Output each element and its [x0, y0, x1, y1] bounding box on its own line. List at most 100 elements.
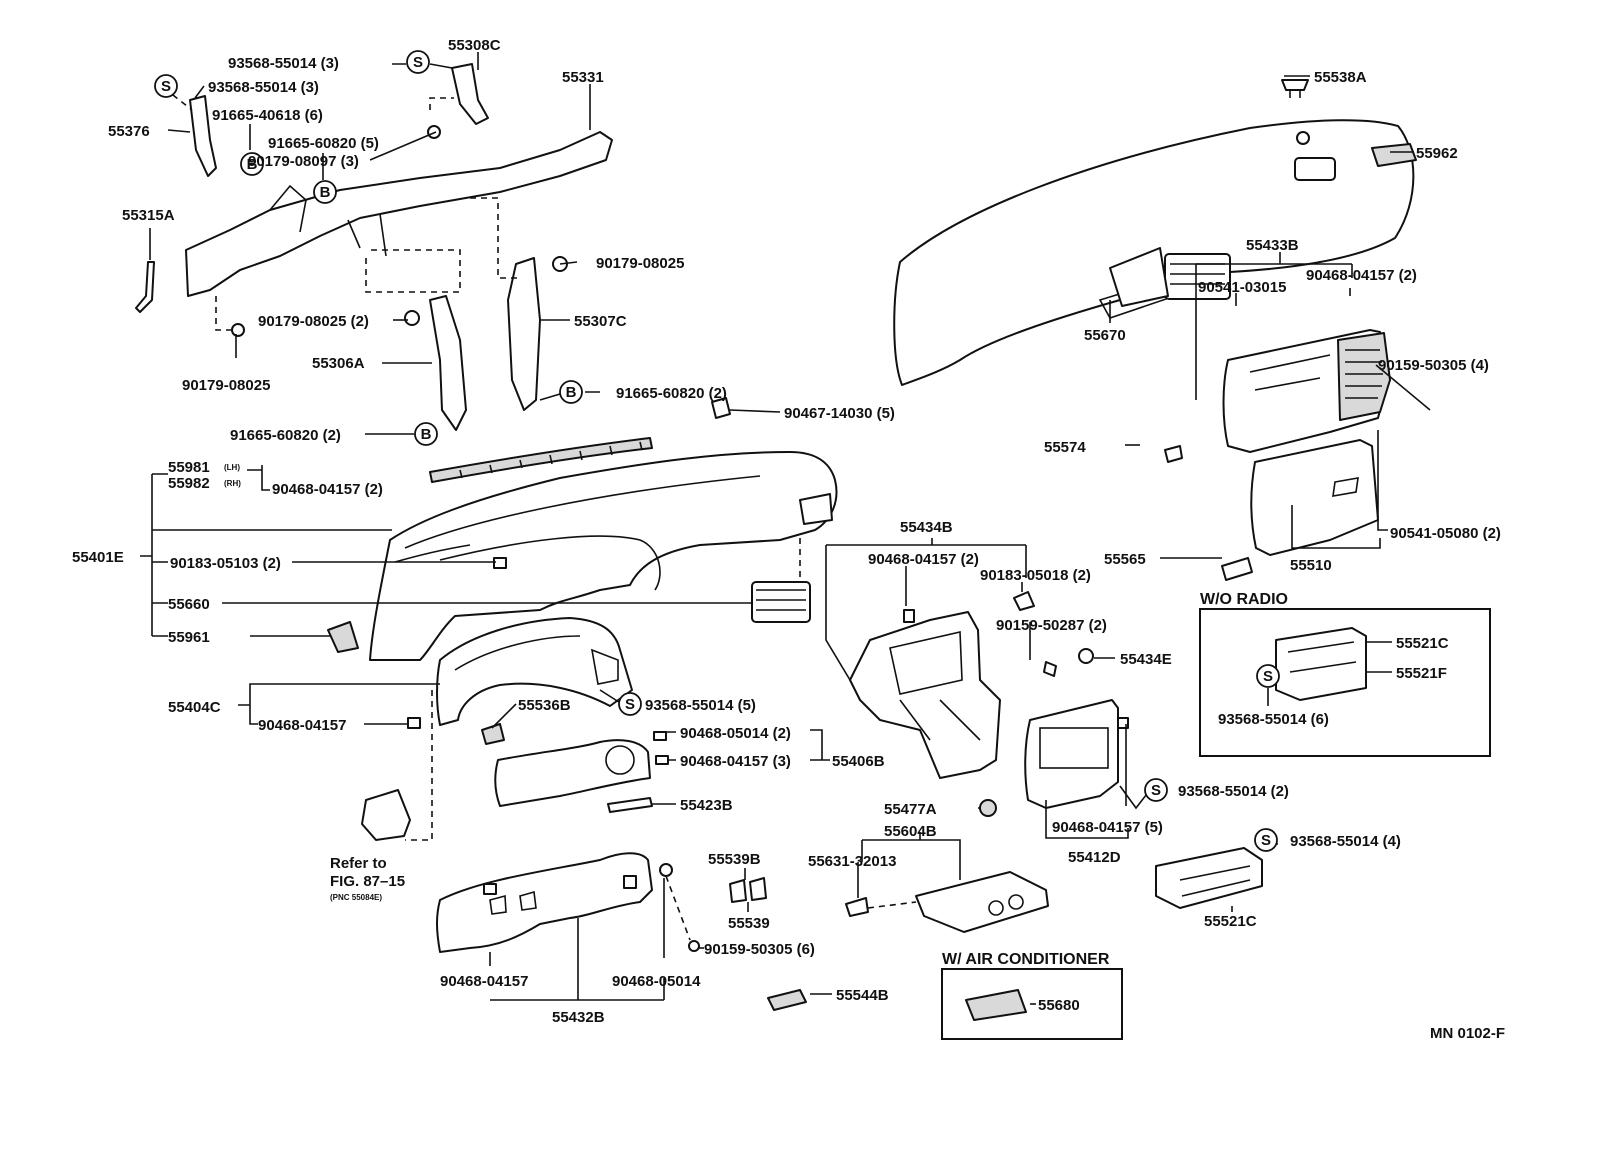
callout: 55961 [168, 629, 210, 646]
part-drawings [135, 63, 1417, 1021]
leader-lines [140, 52, 1431, 1005]
callout: 55521F [1396, 665, 1447, 682]
callout: 55539 [728, 915, 770, 932]
callout: 55477A [884, 801, 937, 818]
callout: 90468-04157 [258, 717, 346, 734]
callout: 90179-08025 [596, 255, 684, 272]
svg-text:S: S [161, 78, 171, 95]
brace-55306A [429, 295, 467, 431]
callout: 90183-05103 (2) [170, 555, 281, 572]
callout: 93568-55014 (5) [645, 697, 756, 714]
svg-text:S: S [413, 54, 423, 71]
callout: 55660 [168, 596, 210, 613]
callout: 93568-55014 (6) [1218, 711, 1329, 728]
callout: 90159-50305 (6) [704, 941, 815, 958]
bracket-55084E [361, 789, 411, 841]
callout: 55401E [72, 549, 124, 566]
callout: 93568-55014 (2) [1178, 783, 1289, 800]
callout: 90179-08025 (2) [258, 313, 369, 330]
callout: 91665-60820 (5) [268, 135, 379, 152]
callout: 55680 [1038, 997, 1080, 1014]
callout: 90468-05014 [612, 973, 701, 990]
callout: 90468-05014 (2) [680, 725, 791, 742]
vent-55962 [1371, 143, 1417, 167]
main-instrument-panel [369, 451, 838, 661]
callout: 55544B [836, 987, 889, 1004]
callout: 55306A [312, 355, 365, 372]
callout: 55404C [168, 699, 221, 716]
box-wo-radio [1199, 608, 1491, 757]
callout: 91665-40618 (6) [212, 107, 323, 124]
callout: 55432B [552, 1009, 605, 1026]
svg-text:S: S [1261, 832, 1271, 849]
callout: 90541-03015 [1198, 279, 1286, 296]
refer-note-line2: FIG. 87–15 [330, 873, 405, 890]
refer-note-line3: (PNC 55084E) [330, 893, 382, 902]
bracket-55565 [1221, 557, 1253, 581]
callout: 55538A [1314, 69, 1367, 86]
callout: 55539B [708, 851, 761, 868]
callout: 55982 [168, 475, 210, 492]
defroster-grille [429, 437, 653, 483]
callout: 90183-05018 (2) [980, 567, 1091, 584]
screw-symbol: S [154, 74, 178, 98]
side-vent [327, 621, 359, 653]
callout: 55574 [1044, 439, 1086, 456]
callout: 90468-04157 [440, 973, 528, 990]
bracket-55376 [189, 95, 217, 177]
callout: 55536B [518, 697, 571, 714]
center-vent [751, 581, 811, 623]
box-title-wo-radio: W/O RADIO [1200, 591, 1288, 608]
callout: 90179-08025 [182, 377, 270, 394]
screw-symbol: S [1144, 778, 1168, 802]
svg-text:B: B [247, 156, 258, 173]
callout: 55307C [574, 313, 627, 330]
bracket-55308C [451, 63, 489, 125]
pocket-55521C [1155, 847, 1263, 909]
svg-text:S: S [625, 696, 635, 713]
callout: 55521C [1204, 913, 1257, 930]
ashtray [915, 871, 1049, 933]
knob-55477A [979, 799, 997, 817]
callout: 90159-50287 (2) [996, 617, 1107, 634]
svg-text:S: S [1151, 782, 1161, 799]
radio-bezel [1024, 699, 1119, 809]
screw-symbol: S [1254, 828, 1278, 852]
screw-symbol: S [618, 692, 642, 716]
callout: 55412D [1068, 849, 1121, 866]
callout: 93568-55014 (3) [228, 55, 339, 72]
brace-55315A [135, 261, 155, 313]
svg-text:B: B [566, 384, 577, 401]
callout: 55434E [1120, 651, 1172, 668]
reinforcement-beam [185, 131, 613, 297]
screw-symbol: S [1256, 664, 1280, 688]
callout: 93568-55014 (3) [208, 79, 319, 96]
bolt-symbol: B [559, 380, 583, 404]
callout: 91665-60820 (2) [616, 385, 727, 402]
brace-55307C [507, 257, 541, 411]
callout: 55565 [1104, 551, 1146, 568]
callout: 93568-55014 (4) [1290, 833, 1401, 850]
callout: 90159-50305 (4) [1378, 357, 1489, 374]
callout: 55331 [562, 69, 604, 86]
callout: 55308C [448, 37, 501, 54]
callout: 90179-08097 (3) [248, 153, 359, 170]
clip-55538A [1281, 79, 1309, 91]
cluster-finish-panel [494, 739, 651, 807]
callout: 55631-32013 [808, 853, 896, 870]
callout: 90468-04157 (2) [272, 481, 383, 498]
callout: 55670 [1084, 327, 1126, 344]
callout: 90468-04157 (2) [1306, 267, 1417, 284]
callout: 55423B [680, 797, 733, 814]
callout: 55376 [108, 123, 150, 140]
svg-text:S: S [1263, 668, 1273, 685]
box-air-con [941, 968, 1123, 1040]
center-console [849, 611, 1001, 779]
cluster-hood [436, 617, 633, 726]
callout: 55433B [1246, 237, 1299, 254]
bolt-symbol: B [240, 152, 264, 176]
callout: 55406B [832, 753, 885, 770]
callout: 55434B [900, 519, 953, 536]
callout-suffix: (LH) [224, 463, 240, 472]
